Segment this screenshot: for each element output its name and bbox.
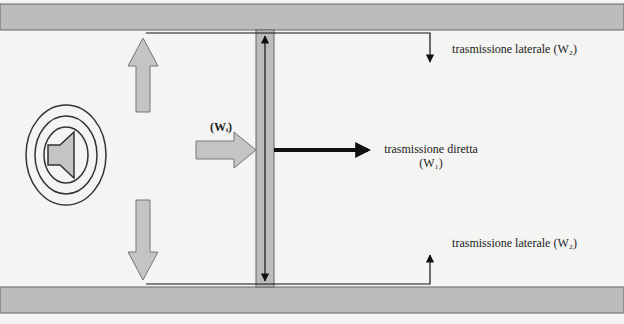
incident-power-label: (Wᵢ)	[196, 120, 246, 134]
upper-slab	[0, 4, 624, 30]
loudspeaker	[26, 105, 106, 205]
sound-arrow-down	[128, 200, 158, 280]
flanking-label: trasmissione laterale (W₂)	[452, 236, 577, 250]
direct-label: trasmissione diretta (W₁)	[376, 142, 486, 170]
flanking-path-bottom	[146, 255, 430, 284]
flanking-path-top	[146, 33, 430, 62]
partition-wall	[256, 30, 274, 287]
incident-arrow	[196, 132, 256, 168]
lower-slab	[0, 287, 624, 313]
wall-path	[264, 36, 265, 281]
flanking-label: trasmissione laterale (W₂)	[452, 42, 577, 56]
direct-arrow	[274, 148, 368, 152]
sound-arrow-up	[128, 38, 158, 112]
